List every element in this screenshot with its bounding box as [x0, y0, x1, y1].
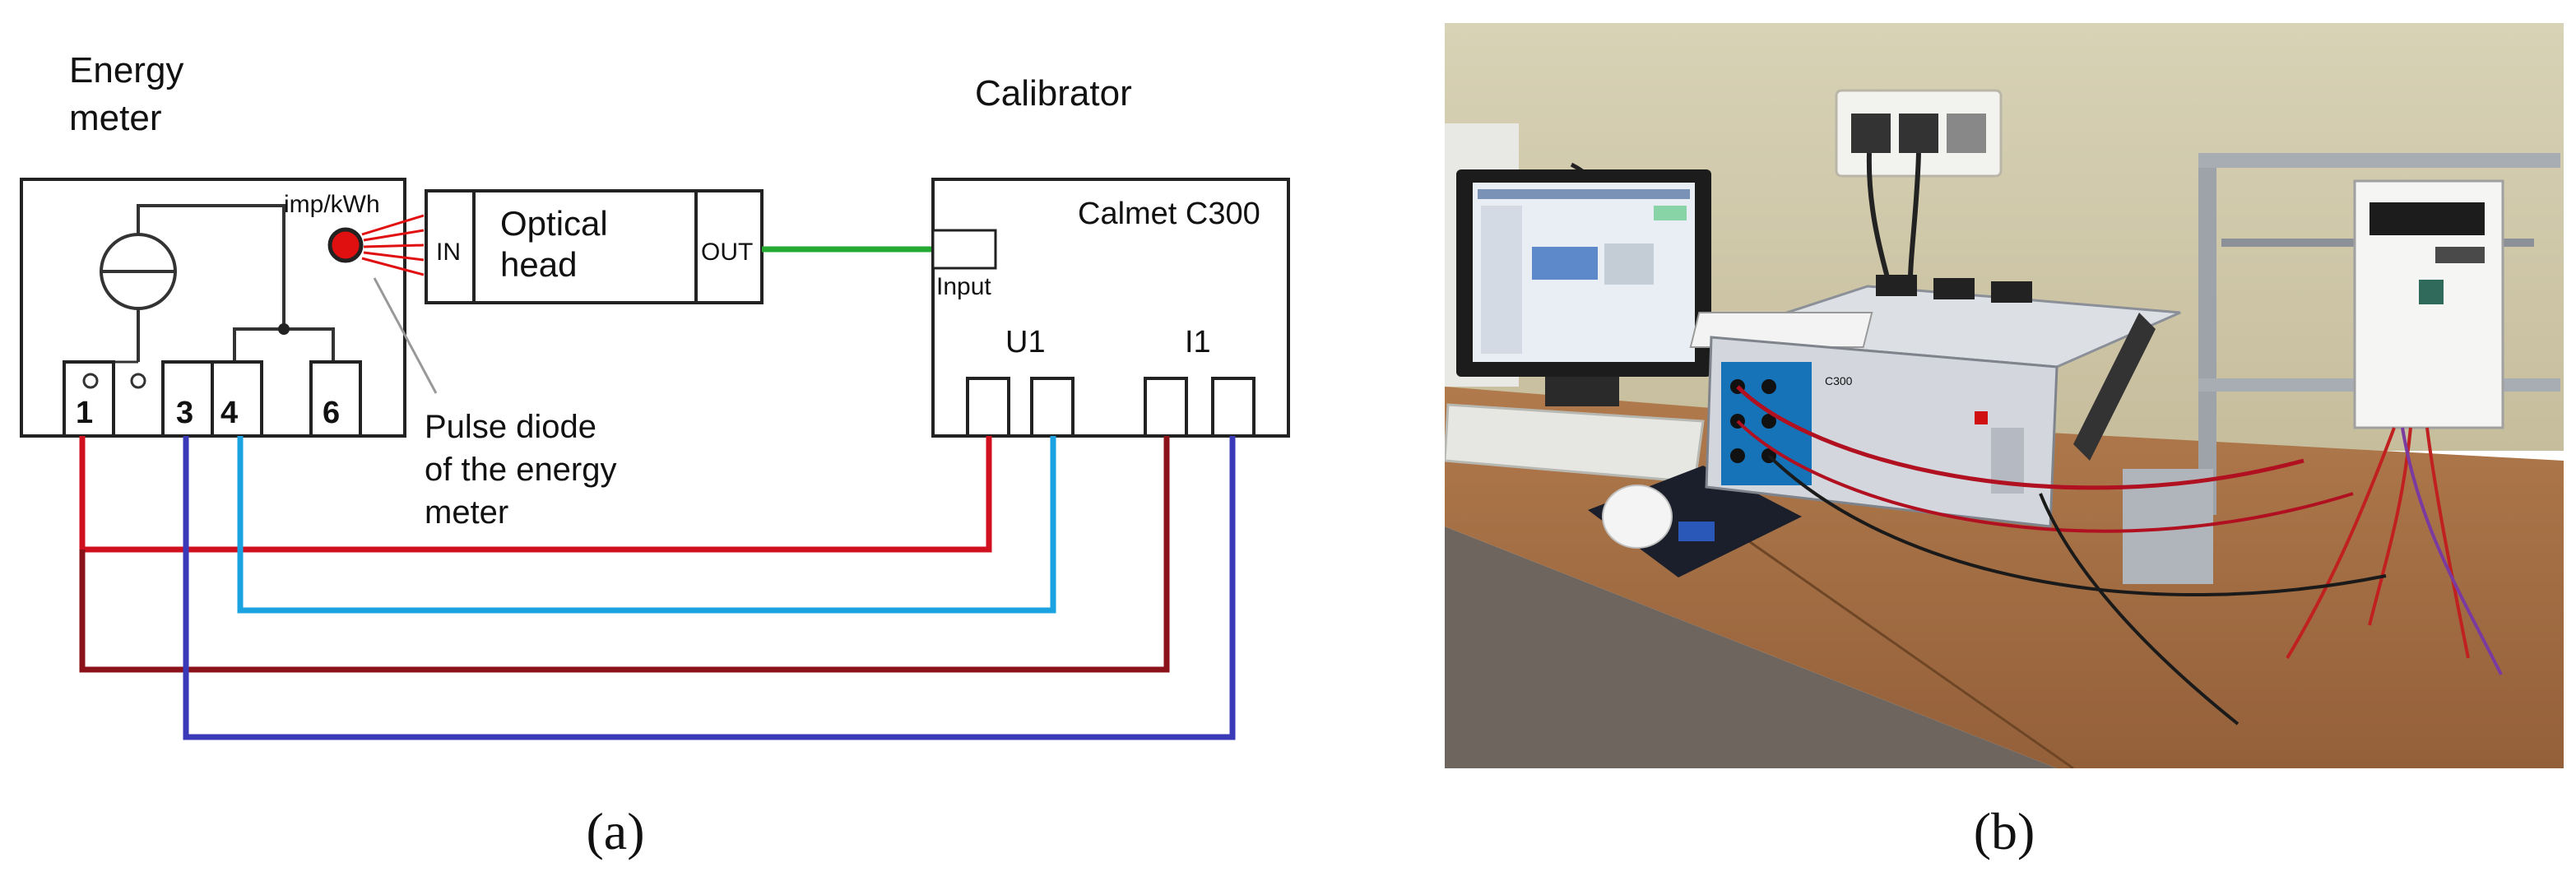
terminal-1-label: 1	[76, 396, 93, 430]
meter-internal-wire	[137, 204, 285, 329]
calibrator-i1-label: I1	[1185, 325, 1211, 359]
photo-monitor-stand	[1545, 377, 1619, 406]
photo-test-rack-left-post	[2198, 153, 2216, 515]
pulse-diode-icon	[327, 227, 364, 263]
terminal-4-box	[211, 360, 263, 438]
meter-contact-right	[130, 373, 146, 389]
calibrator-title: Calibrator	[975, 73, 1132, 114]
wire-darkred-terminal1-i1	[79, 436, 1170, 673]
optical-head-name-line1: Optical	[500, 204, 608, 243]
photo-device-label: C300	[1825, 374, 1853, 387]
caption-a: (a)	[586, 802, 644, 860]
terminal-3-label: 3	[176, 396, 193, 430]
calibrator-input-port	[931, 229, 997, 270]
optical-head-box	[425, 189, 764, 304]
i1-terminal-left	[1144, 377, 1188, 438]
photo-desk-seam	[1727, 525, 2074, 768]
meter-title-line2: meter	[69, 98, 161, 138]
i1-terminal-right	[1211, 377, 1256, 438]
terminal-4-label: 4	[220, 396, 238, 430]
calibrator-input-label: Input	[936, 273, 991, 300]
calibrator-model-label: Calmet C300	[1078, 197, 1260, 231]
photo-test-rack-top-bar	[2198, 153, 2560, 168]
photo-mouse	[1602, 485, 1673, 549]
wire-lightblue-terminal4-u1	[237, 436, 1056, 614]
wire-blue-terminal3-i1	[183, 436, 1236, 740]
pulse-label-line2: of the energy	[425, 452, 617, 488]
pulse-label-line3: meter	[425, 494, 508, 531]
imp-kwh-label: imp/kWh	[284, 191, 380, 218]
optical-head-name-line2: head	[500, 245, 577, 284]
wire-red-terminal1-u1	[79, 436, 992, 553]
pulse-diode-pointer	[373, 277, 438, 394]
terminal-6-label: 6	[323, 396, 340, 430]
diode-light-rays	[361, 214, 425, 276]
calibrator-u1-label: U1	[1005, 325, 1046, 359]
pulse-label-line1: Pulse diode	[425, 409, 596, 445]
optical-head-in-label: IN	[436, 239, 461, 266]
meter-title-line1: Energy	[69, 50, 183, 90]
u1-terminal-left	[966, 377, 1010, 438]
meter-contact-left	[82, 373, 99, 389]
caption-b: (b)	[1974, 802, 2035, 860]
panel-a-diagram: Energy meter Calibrator 1 3 4 6 imp/kWh	[20, 50, 1290, 860]
photo-floor	[1445, 526, 2057, 768]
terminal-1-box	[63, 360, 115, 438]
optical-head-out-label: OUT	[701, 239, 753, 266]
meter-junction	[278, 323, 290, 335]
u1-terminal-right	[1030, 377, 1074, 438]
panel-b-photo: C300 (b)	[1445, 23, 2564, 860]
terminal-6-box	[309, 360, 362, 438]
